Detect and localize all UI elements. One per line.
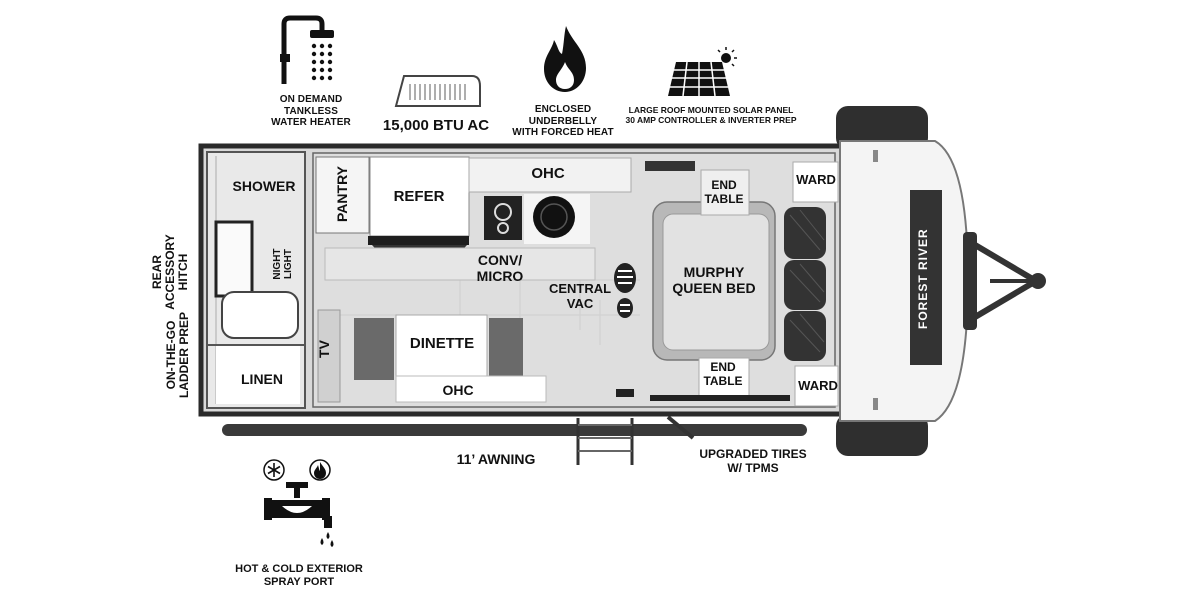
bath-vanity: [214, 220, 254, 298]
bed-pillows: [784, 207, 826, 361]
night-light-line2: LIGHT: [283, 249, 294, 279]
ac-unit-icon: [394, 75, 481, 107]
refer-label: REFER: [393, 188, 445, 205]
awning-bar: [222, 424, 807, 436]
night-light-line1: NIGHT: [272, 248, 283, 280]
awning-label: 11’ AWNING: [456, 451, 536, 467]
tv-wall: [317, 309, 341, 403]
linen-label: LINEN: [241, 371, 283, 387]
spray-port-line1: HOT & COLD EXTERIOR: [235, 563, 363, 575]
central-vac-line2: VAC: [566, 295, 594, 311]
rear-hitch-label: REAR ACCESSORY HITCH: [150, 227, 195, 317]
night-light-label: NIGHT LIGHT: [272, 244, 296, 284]
ohc-bottom-cabinet: [395, 375, 547, 403]
ohc-top-label: OHC: [531, 165, 565, 182]
tires-line1: UPGRADED TIRES: [699, 447, 807, 461]
tires-line2: W/ TPMS: [727, 460, 779, 475]
ward-bottom-label: WARD: [798, 378, 838, 393]
central-vac-label: CENTRAL VAC: [542, 281, 618, 312]
skylight: [645, 161, 695, 171]
solar-line2: 30 AMP CONTROLLER & INVERTER PREP: [625, 114, 797, 125]
flame-icon: [544, 26, 586, 92]
end-table-top-line1: END: [711, 178, 737, 192]
water-heater-line2: TANKLESS: [284, 105, 338, 117]
forest-river-logo: FOREST RIVER: [916, 228, 930, 329]
water-heater-line3: WATER HEATER: [271, 117, 351, 128]
end-table-top-label: END TABLE: [700, 178, 748, 207]
end-table-bottom-label: END TABLE: [698, 360, 748, 389]
conv-micro-line1: CONV/: [477, 252, 523, 268]
underbelly-label: ENCLOSED UNDERBELLY WITH FORCED HEAT: [500, 104, 626, 139]
kitchen-sink: [533, 196, 575, 238]
front-cap: [836, 106, 970, 456]
end-table-bottom-line2: TABLE: [703, 373, 743, 388]
dinette-label: DINETTE: [409, 335, 475, 352]
spray-port-icon: [263, 459, 334, 547]
murphy-bed-line2: QUEEN BED: [672, 280, 756, 297]
water-heater-line1: ON DEMAND: [279, 94, 343, 105]
ladder-label: ON-THE-GO LADDER PREP: [164, 305, 197, 405]
spray-port-label: HOT & COLD EXTERIOR SPRAY PORT: [226, 563, 372, 588]
ohc-bottom-label: OHC: [442, 382, 474, 398]
underbelly-line2: WITH FORCED HEAT: [512, 127, 614, 138]
spray-port-line2: SPRAY PORT: [263, 575, 335, 588]
refer-cabinet: [369, 156, 470, 237]
ohc-top-cabinet: [468, 157, 632, 193]
solar-line1: LARGE ROOF MOUNTED SOLAR PANEL: [628, 105, 794, 115]
conv-micro-label: CONV/ MICRO: [456, 252, 544, 284]
conv-micro-line2: MICRO: [476, 268, 524, 285]
entry-steps: [576, 418, 634, 465]
central-vac-line1: CENTRAL: [548, 281, 612, 296]
fire-icon: [309, 459, 331, 481]
underbelly-line1: ENCLOSED UNDERBELLY: [528, 104, 598, 127]
rear-hitch-line3: HITCH: [176, 253, 191, 291]
shower-icon: [280, 15, 334, 84]
end-table-top-line2: TABLE: [704, 191, 744, 206]
dinette-bench-left: [354, 318, 394, 380]
ac-label: 15,000 BTU AC: [382, 117, 490, 134]
pantry-label: PANTRY: [334, 166, 350, 222]
solar-panel-icon: [668, 47, 737, 97]
refer-shelf: [368, 236, 469, 245]
ward-top-label: WARD: [796, 172, 836, 187]
tv-label: TV: [316, 340, 332, 358]
tongue-hitch: [963, 232, 1046, 330]
solar-label: LARGE ROOF MOUNTED SOLAR PANEL 30 AMP CO…: [622, 105, 800, 126]
dinette-bench-right: [489, 318, 523, 380]
snowflake-icon: [263, 459, 285, 481]
linen-cabinet: [216, 346, 300, 404]
shower-label: SHOWER: [232, 178, 296, 194]
footprint-icon: [614, 263, 636, 318]
murphy-bed-label: MURPHY QUEEN BED: [658, 264, 770, 296]
tires-label: UPGRADED TIRES W/ TPMS: [688, 447, 818, 476]
toilet: [221, 291, 299, 339]
water-heater-label: ON DEMAND TANKLESS WATER HEATER: [262, 94, 360, 129]
door-swing: [666, 415, 695, 440]
end-table-bottom-line1: END: [710, 360, 736, 374]
ladder-line2: LADDER PREP: [177, 312, 192, 399]
murphy-bed-line1: MURPHY: [683, 264, 745, 280]
pantry-cabinet: [315, 156, 370, 234]
